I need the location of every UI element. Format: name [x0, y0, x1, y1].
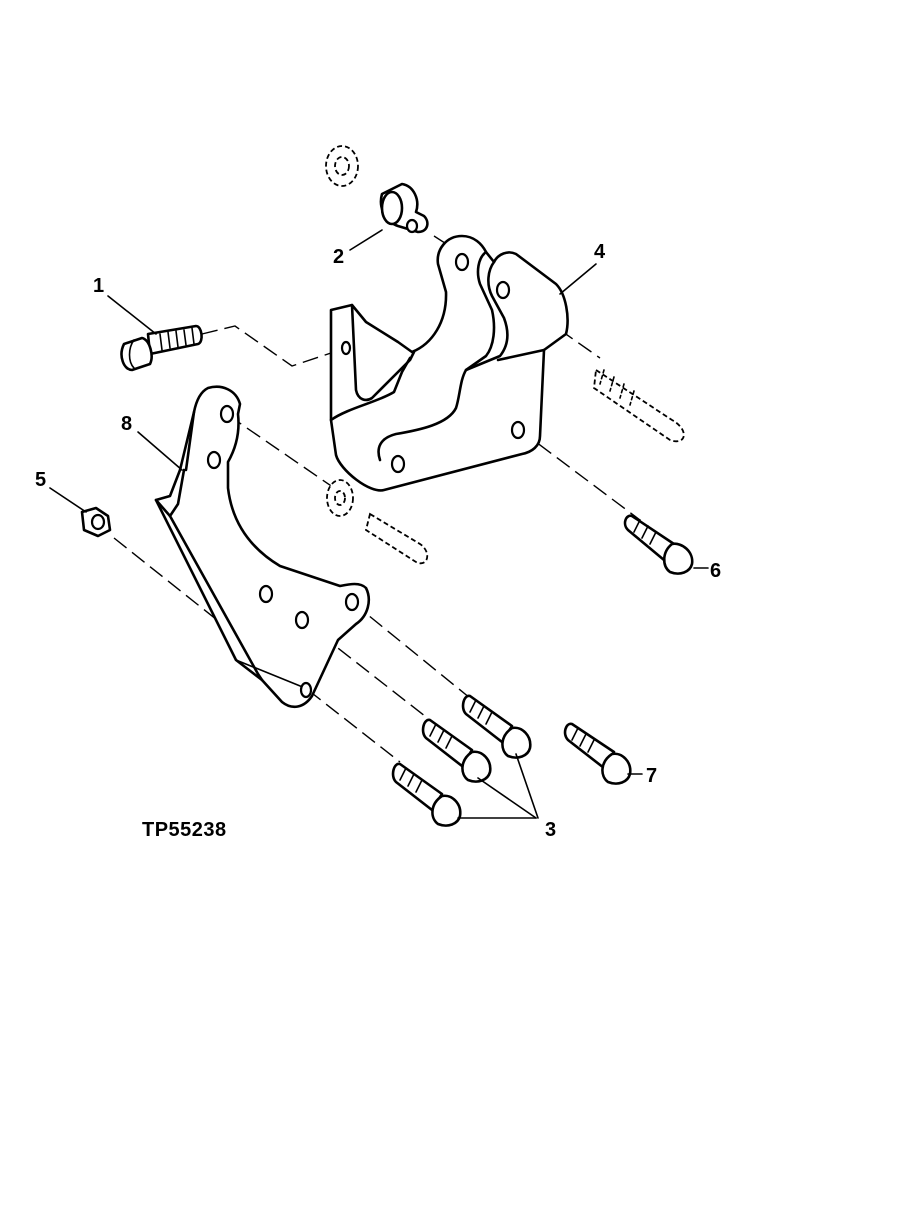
callout-5: 5 [35, 469, 46, 491]
upper-bracket [329, 234, 569, 492]
callout-3: 3 [545, 819, 556, 841]
callout-6: 6 [710, 560, 721, 582]
ghost-washer-middle [326, 479, 429, 565]
lower-bracket [154, 385, 370, 709]
callout-8: 8 [121, 413, 132, 435]
cap-screw-7 [563, 722, 632, 785]
cap-screw-6 [623, 514, 694, 575]
callout-2: 2 [333, 246, 344, 268]
ghost-bolt-upper [593, 368, 685, 443]
nut-5 [80, 506, 112, 538]
cap-screws-3 [391, 694, 532, 827]
callout-4: 4 [594, 241, 606, 263]
cap-screw-1 [120, 324, 203, 372]
leader-lines [49, 229, 709, 819]
callout-labels: 1 2 3 4 5 6 7 8 [35, 241, 721, 841]
callout-7: 7 [646, 765, 657, 787]
callout-1: 1 [93, 275, 104, 297]
bushing-2 [325, 145, 429, 234]
figure-id: TP55238 [142, 819, 227, 841]
